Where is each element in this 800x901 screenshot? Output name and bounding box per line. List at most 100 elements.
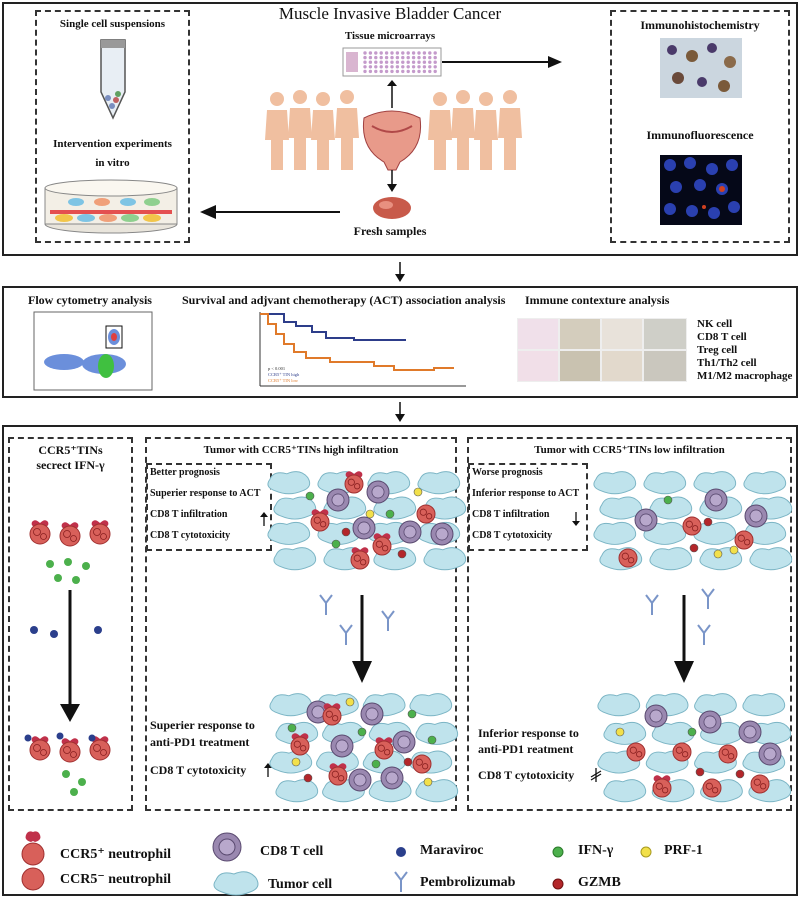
high-antibody-group	[319, 594, 395, 645]
legend-pembro-icon	[394, 871, 408, 892]
low-tumor-cluster-bottom	[597, 693, 792, 803]
ccr5-pos-neutrophil	[344, 471, 364, 494]
immune-item: NK cell	[697, 318, 733, 330]
tumor-cell	[417, 471, 461, 495]
culture-dish-icon	[44, 179, 178, 234]
analysis-panel	[2, 286, 798, 398]
cd8-t-cell	[348, 768, 372, 792]
tumor-cell	[273, 547, 317, 571]
svg-text:CCR5⁺ TIN high: CCR5⁺ TIN high	[268, 372, 300, 377]
tumor-cell	[593, 471, 637, 495]
maraviroc-dot	[88, 734, 96, 742]
flow-label: Flow cytometry analysis	[28, 293, 152, 307]
intervention-label: Intervention experiments	[53, 138, 172, 150]
tumor-cell	[275, 779, 319, 803]
tumor-cell	[269, 750, 313, 774]
ccr5-pos-neutrophil	[59, 522, 81, 547]
gzmb-dot	[403, 757, 413, 767]
tumor-cell	[694, 693, 737, 717]
tumor-cell	[749, 547, 793, 571]
arrow-to-invitro	[200, 205, 340, 219]
outcome-item: Inferior response to ACT	[472, 488, 580, 499]
immune-cell-list: NK cell CD8 T cell Treg cell Th1/Th2 cel…	[697, 318, 792, 383]
outcome-item: CD8 T infiltration	[150, 509, 228, 520]
cd8-t-cell	[326, 488, 350, 512]
ccr5-neg-neutrophil	[750, 774, 770, 794]
legend-ifng-icon	[552, 846, 564, 858]
outcome-item: Better prognosis	[150, 467, 220, 478]
prf1-dot	[365, 509, 375, 519]
tumor-cell	[693, 471, 737, 495]
outcome-item: CD8 T cytotoxicity	[472, 530, 553, 541]
tumor-cell	[597, 693, 641, 717]
fresh-samples-label: Fresh samples	[353, 224, 427, 238]
legend-ccr5-neg-icon	[21, 867, 45, 891]
arrow-down-2	[395, 402, 405, 422]
ccr5-pos-neutrophil	[89, 520, 111, 545]
bladder-icon	[362, 110, 422, 171]
low-outcome-list: Worse prognosis Inferior response to ACT…	[472, 467, 579, 551]
legend-ccr5-pos-icon	[21, 831, 45, 866]
ifng-dot	[427, 735, 437, 745]
prf1-dot	[729, 545, 739, 555]
ccr5-neg-neutrophil	[718, 744, 738, 764]
patient-silhouettes-left	[265, 90, 359, 170]
fresh-sample-icon	[373, 197, 411, 219]
legend-maraviroc: Maraviroc	[420, 843, 484, 858]
tumor-cell	[267, 521, 311, 545]
ccr5-pos-neutrophil	[328, 763, 348, 786]
ccr5-pos-neutrophil	[374, 737, 394, 760]
legend-prf1: PRF-1	[664, 843, 703, 858]
cd8-t-cell	[758, 742, 782, 766]
gzmb-dot	[689, 543, 699, 553]
legend-ccr5-neg: CCR5⁻ neutrophil	[60, 872, 171, 887]
in-vitro-label: in vitro	[95, 157, 130, 169]
high-outcome-list: Better prognosis Superier response to AC…	[150, 467, 260, 551]
low-treatment-arrow	[674, 595, 694, 683]
tumor-cell	[649, 547, 693, 571]
cd8-t-cell	[352, 516, 376, 540]
ccr5-pos-neutrophil	[29, 520, 51, 545]
main-title: Muscle Invasive Bladder Cancer	[278, 4, 502, 23]
high-title: Tumor with CCR5⁺TINs high infiltration	[203, 444, 399, 456]
ccr5-neg-neutrophil	[672, 742, 692, 762]
maraviroc-dot	[56, 732, 64, 740]
cd8-t-cell	[380, 766, 404, 790]
ccr5-neg-neutrophil	[618, 548, 638, 568]
left-title-1: CCR5⁺TINs	[38, 443, 103, 457]
cd8-t-cell	[360, 702, 384, 726]
ifng-dot	[663, 495, 673, 505]
cd8-t-cell	[634, 508, 658, 532]
ccr5-neg-neutrophil	[416, 504, 436, 524]
high-treatment-arrow	[352, 595, 372, 683]
immune-item: Th1/Th2 cell	[697, 357, 757, 369]
outcome-item: CD8 T cytotoxicity	[150, 530, 231, 541]
cd8-t-cell	[704, 488, 728, 512]
low-response-1: Inferior response to	[478, 726, 579, 740]
legend-gzmb: GZMB	[578, 875, 621, 890]
arrow-up-to-tma	[387, 80, 397, 108]
high-response-2: anti-PD1 treatment	[150, 735, 250, 749]
low-response-2: anti-PD1 reatment	[478, 742, 574, 756]
gzmb-dot	[735, 769, 745, 779]
legend-pembro: Pembrolizumab	[420, 875, 516, 890]
ifng-dot	[287, 723, 297, 733]
ccr5-neg-neutrophil	[702, 778, 722, 798]
legend-gzmb-icon	[552, 878, 564, 890]
low-title: Tumor with CCR5⁺TINs low infiltration	[534, 444, 725, 456]
gzmb-dot	[397, 549, 407, 559]
legend-maraviroc-icon	[396, 847, 406, 857]
cd8-t-cell	[698, 710, 722, 734]
tumor-cell	[267, 471, 311, 495]
low-antibody-group	[645, 588, 715, 645]
left-title-2: secrect IFN-γ	[36, 458, 105, 472]
outcome-item: Worse prognosis	[472, 467, 543, 478]
prf1-dot	[345, 697, 355, 707]
tumor-cell	[415, 779, 459, 803]
maraviroc-dot	[24, 734, 32, 742]
ccr5-pos-neutrophil	[29, 736, 51, 761]
tumor-cell	[742, 693, 786, 717]
ifng-dot	[357, 727, 367, 737]
if-label: Immunofluorescence	[646, 128, 754, 142]
ccr5-pos-neutrophil	[59, 738, 81, 763]
